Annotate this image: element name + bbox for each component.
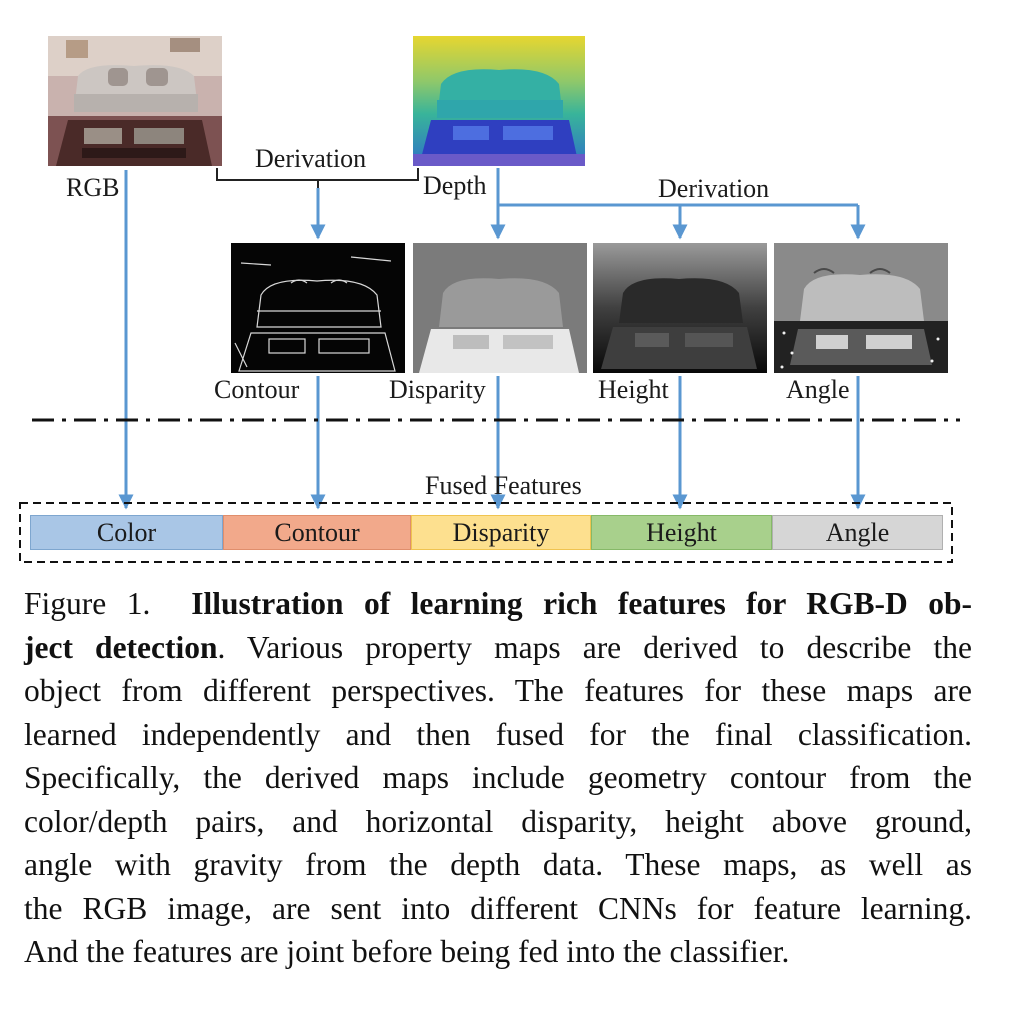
angle-label: Angle [786, 375, 850, 404]
depth-label: Depth [423, 171, 487, 200]
feature-segment-color: Color [30, 515, 223, 550]
caption-line: Specifically, the derived maps include g… [24, 760, 972, 795]
feature-segment-disparity: Disparity [411, 515, 591, 550]
diagram-connectors [19, 168, 960, 563]
fused-features-label: Fused Features [425, 471, 582, 500]
caption-line: object from different perspectives. The … [24, 673, 972, 708]
caption-line: ject detection. Various property maps ar… [24, 626, 972, 670]
height-label: Height [598, 375, 669, 404]
caption-line: angle with gravity from the depth data. … [24, 847, 972, 882]
derivation-brace [216, 168, 419, 188]
caption-line: Figure 1. Illustration of learning rich … [24, 582, 972, 626]
disparity-label: Disparity [389, 375, 486, 404]
caption-line: And the features are joint before being … [24, 934, 790, 969]
caption-line: learned independently and then fused for… [24, 716, 972, 752]
feature-segment-label: Disparity [452, 517, 550, 547]
derivation-label-depth: Derivation [658, 174, 770, 203]
rgb-image [48, 36, 222, 166]
figure-caption: Figure 1. Illustration of learning rich … [24, 582, 972, 974]
figure-number: Figure 1. [24, 586, 151, 621]
height-map-image [593, 243, 767, 373]
caption-text: . Various property maps are derived to d… [217, 629, 972, 665]
feature-segment-label: Height [646, 517, 717, 547]
feature-segment-label: Contour [274, 517, 360, 547]
angle-map-image [774, 243, 948, 373]
caption-title: Illustration of learning rich features f… [191, 586, 972, 621]
depth-image [413, 36, 585, 166]
contour-map-image [231, 243, 405, 373]
contour-label: Contour [214, 375, 300, 404]
feature-segment-label: Color [96, 517, 157, 547]
feature-segment-label: Angle [825, 517, 890, 547]
rgb-label: RGB [66, 173, 120, 202]
caption-line: color/depth pairs, and horizontal dispar… [24, 803, 972, 839]
caption-line: the RGB image, are sent into different C… [24, 890, 972, 926]
caption-title-cont: ject detection [24, 629, 218, 665]
feature-segment-angle: Angle [772, 515, 943, 550]
feature-segment-height: Height [591, 515, 772, 550]
fused-features-box [19, 502, 953, 563]
disparity-map-image [413, 243, 587, 373]
feature-segment-contour: Contour [223, 515, 411, 550]
derivation-label-contour: Derivation [255, 144, 367, 173]
